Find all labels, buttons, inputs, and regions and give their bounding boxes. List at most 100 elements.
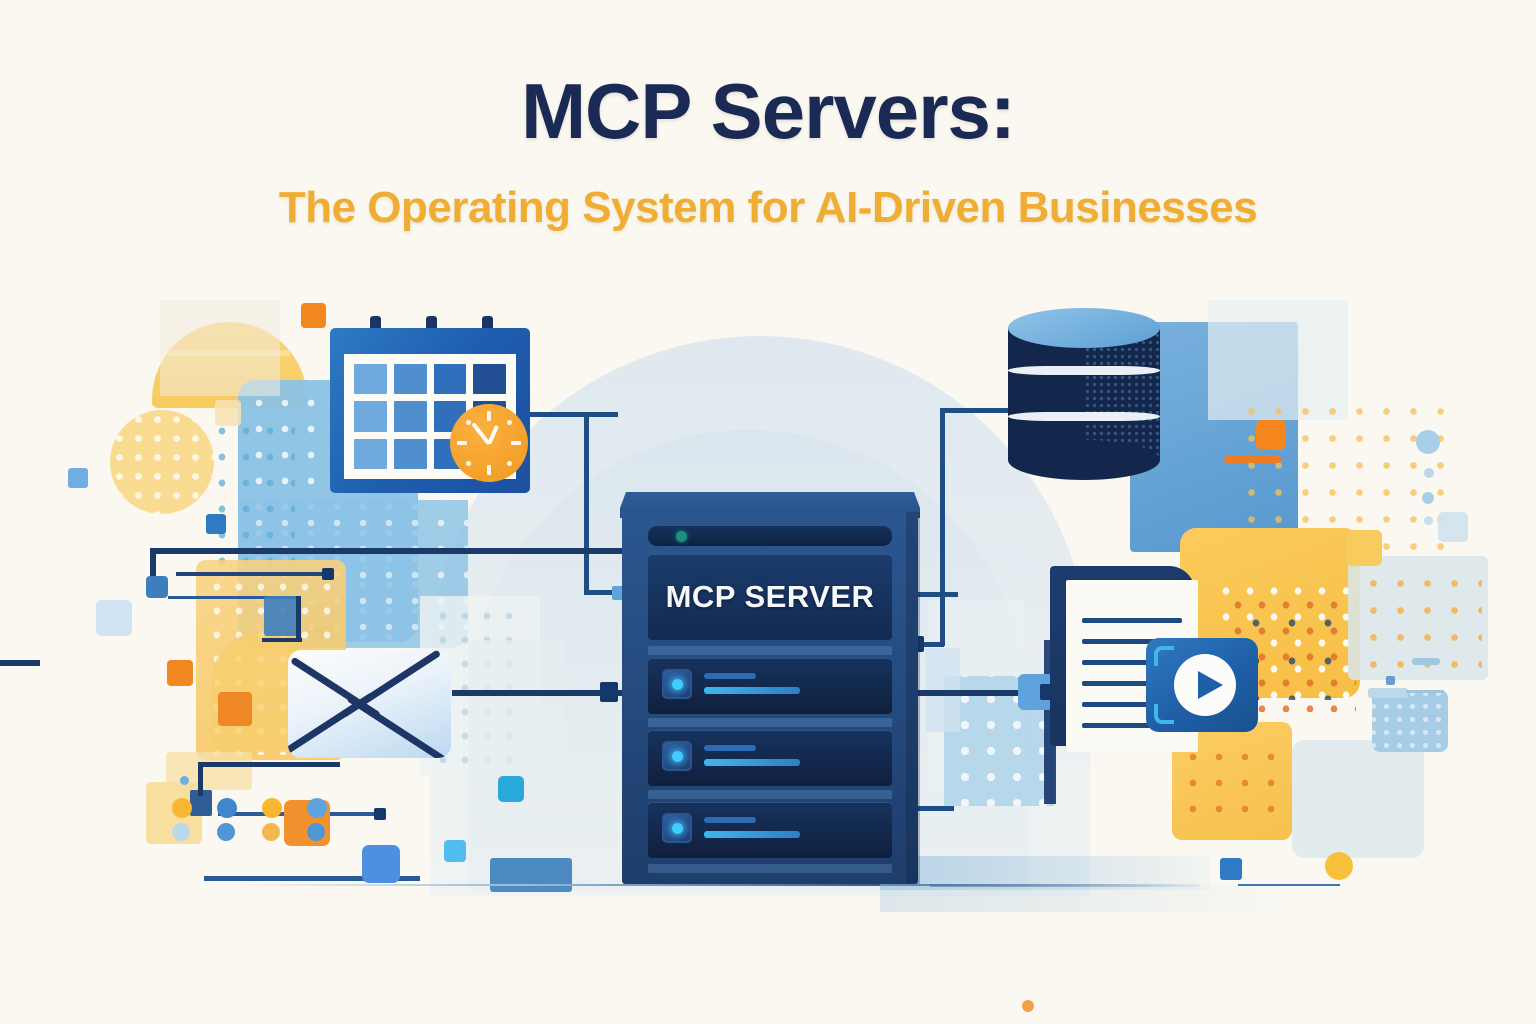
wire-db-v bbox=[940, 408, 945, 646]
document-line bbox=[1082, 681, 1182, 686]
teal-dot-grid-left bbox=[210, 418, 295, 578]
page-title: MCP Servers: bbox=[521, 67, 1016, 155]
yellow-square-right bbox=[1346, 530, 1382, 566]
blue-square-foreground bbox=[362, 845, 400, 883]
document-line bbox=[1082, 660, 1182, 665]
server-base-shadow-2 bbox=[880, 886, 1280, 912]
wire-calendar-h bbox=[530, 412, 618, 417]
envelope-crease-left bbox=[288, 691, 376, 755]
database-bottom bbox=[1008, 440, 1160, 480]
legend-dot bbox=[307, 798, 327, 818]
cream-panel-left bbox=[160, 300, 280, 396]
play-corner-bottomleft bbox=[1154, 704, 1174, 724]
orange-square-right-top bbox=[1256, 420, 1286, 450]
lightblue-dot-right-c bbox=[1424, 516, 1433, 525]
yellow-connector-dot bbox=[180, 776, 189, 785]
orange-dot-grid-lower-right bbox=[1180, 744, 1286, 830]
database-band bbox=[1008, 366, 1160, 375]
server-bay-led-dot bbox=[671, 822, 683, 834]
calendar-cell bbox=[393, 438, 427, 469]
page-subtitle: The Operating System for AI-Driven Busin… bbox=[278, 183, 1258, 232]
wire-db-in bbox=[916, 642, 944, 647]
wire-node-envelope bbox=[600, 682, 618, 702]
server-bay-led-dot bbox=[671, 750, 683, 762]
legend-dot bbox=[217, 798, 237, 818]
wire-db-h bbox=[940, 408, 1048, 413]
clock-tick bbox=[457, 441, 467, 445]
wire-calendar-in bbox=[584, 590, 626, 595]
orange-bar-right bbox=[1224, 456, 1282, 463]
server-bay-bar-short bbox=[704, 745, 756, 751]
lightblue-circle-right bbox=[1416, 430, 1440, 454]
yellow-connector-node bbox=[190, 790, 212, 816]
wire-far-left bbox=[0, 660, 40, 666]
yellow-connector-wire-v bbox=[198, 762, 203, 796]
calendar-cell bbox=[354, 364, 387, 395]
document-line bbox=[1082, 618, 1182, 623]
play-button-icon[interactable] bbox=[1146, 638, 1258, 732]
pale-bar-right-b bbox=[1406, 690, 1444, 693]
clock-tick bbox=[487, 465, 491, 475]
cyan-square-foreground bbox=[498, 776, 524, 802]
server-bay-led bbox=[662, 741, 692, 771]
blue-square-bottom-right bbox=[1220, 858, 1242, 880]
pale-panel-center-left-b bbox=[468, 640, 564, 790]
clock-icon[interactable] bbox=[450, 404, 528, 482]
clock-tick bbox=[466, 461, 471, 466]
server-bay-led bbox=[662, 813, 692, 843]
wire-node-low-left bbox=[374, 808, 386, 820]
cyan-square-foreground-b bbox=[444, 840, 466, 862]
server-chassis: MCP SERVER bbox=[622, 512, 918, 884]
clock-hand-hour bbox=[487, 424, 499, 445]
wire-calendar-v bbox=[584, 412, 589, 594]
play-circle bbox=[1174, 654, 1236, 716]
document-line bbox=[1082, 702, 1182, 707]
server-side-shadow bbox=[906, 512, 920, 884]
orange-dot-grid-pale-right bbox=[1360, 570, 1482, 670]
wire-right-stub-b bbox=[918, 806, 954, 811]
database-icon[interactable] bbox=[1008, 308, 1160, 480]
email-icon[interactable] bbox=[288, 650, 451, 758]
calendar-cell bbox=[473, 364, 506, 395]
blue-square-right-mid bbox=[1386, 676, 1395, 685]
connector-left-h bbox=[262, 638, 302, 642]
blue-connector-bottom bbox=[490, 858, 572, 892]
wire-node-thin-left bbox=[322, 568, 334, 580]
play-triangle bbox=[1198, 671, 1223, 699]
server-drive-slot bbox=[648, 526, 892, 546]
server-rail bbox=[648, 790, 892, 799]
server-status-led bbox=[676, 531, 687, 542]
legend-dot bbox=[172, 798, 192, 818]
database-body-texture bbox=[1084, 332, 1160, 460]
blue-square-left-a bbox=[68, 468, 88, 488]
document-line bbox=[1082, 639, 1182, 644]
server-bay-led bbox=[662, 669, 692, 699]
cream-square-left bbox=[215, 400, 241, 426]
calendar-cell bbox=[433, 364, 467, 395]
database-band bbox=[1008, 412, 1160, 421]
orange-square-left-small bbox=[167, 660, 193, 686]
server-bay[interactable] bbox=[648, 730, 892, 786]
yellow-connector-wire-h bbox=[198, 762, 340, 767]
mcp-server-rack[interactable]: MCP SERVER bbox=[620, 492, 920, 884]
clock-tick bbox=[507, 420, 512, 425]
connector-left-v bbox=[296, 596, 301, 642]
server-bay-bar-long bbox=[704, 687, 800, 694]
clock-tick bbox=[487, 411, 491, 421]
server-bay-bar-short bbox=[704, 817, 756, 823]
envelope-crease-right bbox=[346, 694, 448, 758]
server-bay[interactable] bbox=[648, 802, 892, 858]
pale-bar-right-a bbox=[1368, 688, 1408, 698]
server-nameplate: MCP SERVER bbox=[648, 554, 892, 640]
legend-dot bbox=[262, 798, 282, 818]
orange-square-topleft bbox=[301, 303, 326, 328]
clock-tick bbox=[511, 441, 521, 445]
pale-square-right bbox=[1438, 512, 1468, 542]
connector-box-left bbox=[264, 596, 300, 636]
document-line bbox=[1082, 723, 1168, 728]
server-bay[interactable] bbox=[648, 658, 892, 714]
legend-dot bbox=[262, 823, 280, 841]
legend-dot bbox=[217, 823, 235, 841]
database-top bbox=[1008, 308, 1160, 348]
